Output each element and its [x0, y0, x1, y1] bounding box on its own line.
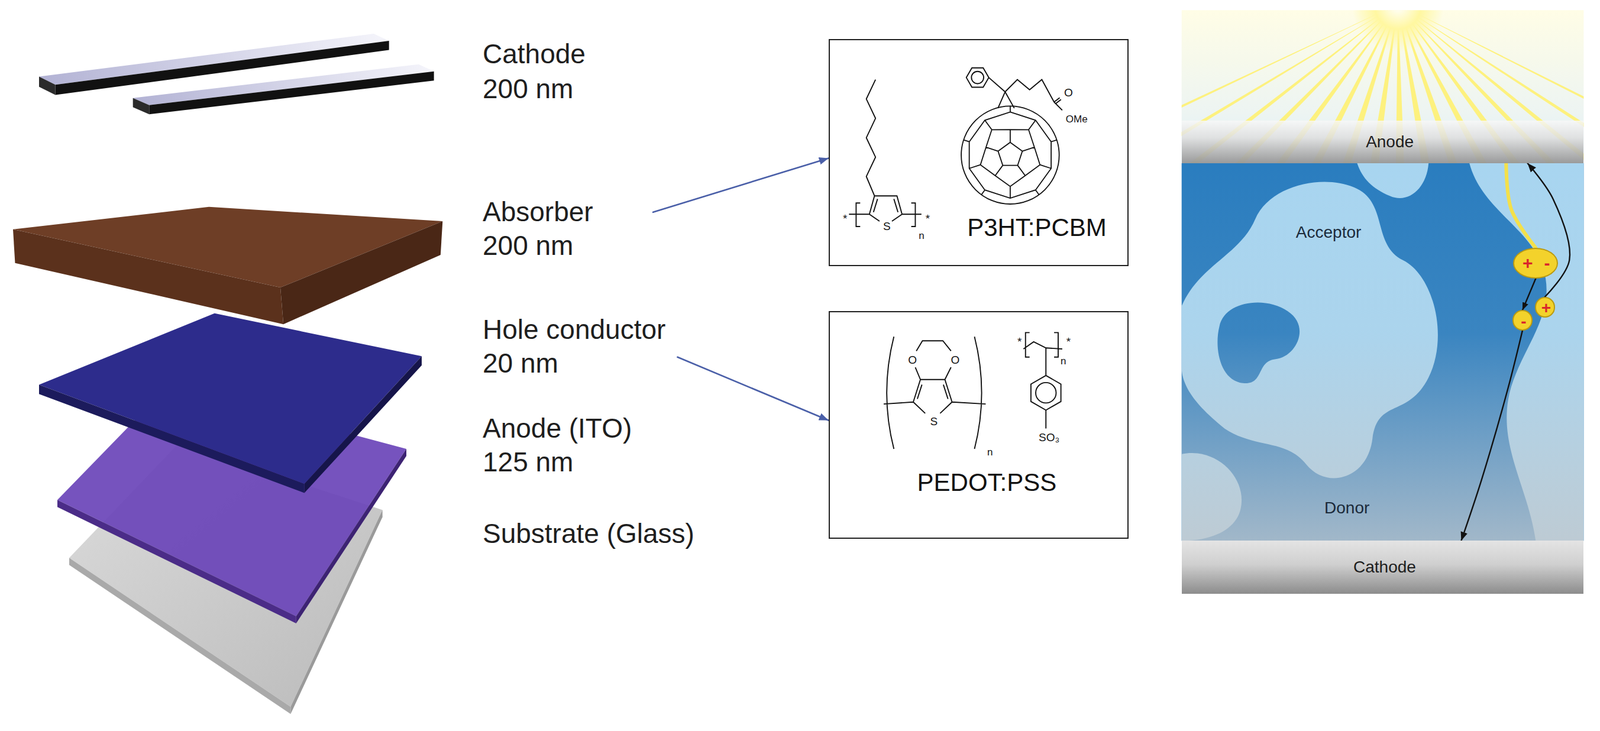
- hole-conductor-layer: Hole conductor20 nm: [39, 311, 678, 493]
- atom-label: S: [929, 415, 938, 429]
- electrode-label: Cathode: [1353, 557, 1417, 577]
- slab-face: [13, 229, 284, 325]
- cathode-layer: Cathode200 nm: [39, 33, 598, 115]
- light-ray: [1505, 163, 1536, 248]
- electrode-label: Anode: [1365, 132, 1414, 152]
- end-group: *: [925, 212, 930, 226]
- electrode-band: Anode: [1181, 120, 1585, 164]
- fullerene-cage: [961, 105, 1060, 205]
- charge-sign: -: [1520, 313, 1527, 331]
- hole-charge: +: [1534, 296, 1556, 318]
- pcbm-structure: [961, 68, 1063, 205]
- charge-arrow: [1460, 330, 1522, 541]
- p3ht-structure: [848, 79, 921, 227]
- layer-name: Substrate (Glass): [482, 518, 695, 550]
- structure-box: *n*OOSnSO₃PEDOT:PSS: [828, 311, 1129, 539]
- material-name: P3HT:PCBM: [967, 213, 1107, 242]
- layer-name: Absorber: [482, 196, 594, 228]
- layer-thickness: 200 nm: [482, 73, 574, 105]
- device-panel: [1057, 0, 1600, 541]
- slab-face: [295, 448, 406, 624]
- charge-sign: -: [1544, 254, 1551, 273]
- layer-name: Anode (ITO): [482, 412, 632, 445]
- end-group: *: [1017, 335, 1022, 349]
- atom-label: OMe: [1065, 113, 1088, 126]
- repeat-index: n: [918, 230, 924, 242]
- slab-face: [132, 98, 150, 115]
- sun-rays: [1181, 10, 1585, 164]
- exciton: +-: [1513, 247, 1559, 279]
- layer-thickness: 125 nm: [482, 446, 574, 478]
- slab-face: [280, 221, 443, 325]
- charge-sign: +: [1541, 299, 1551, 317]
- repeat-index: n: [987, 446, 993, 459]
- bond-lines: [1023, 332, 1063, 429]
- repeat-index: n: [1060, 355, 1066, 368]
- pss-structure: [1023, 332, 1063, 429]
- region-label: Donor: [1324, 498, 1370, 518]
- pointer-arrow: [677, 357, 829, 421]
- functional-group: SO₃: [1038, 431, 1060, 445]
- pointer-arrow: [653, 157, 829, 212]
- electrode-band: Cathode: [1181, 540, 1585, 594]
- layer-name: Hole conductor: [482, 314, 666, 346]
- layer-thickness: 200 nm: [482, 230, 574, 262]
- bond-lines: [848, 79, 921, 227]
- layer-name: Cathode: [482, 38, 586, 70]
- atom-label: O: [907, 353, 917, 367]
- charge-arrow: [1522, 278, 1536, 310]
- sun: [1352, 10, 1444, 53]
- layer-thickness: 20 nm: [482, 347, 559, 380]
- bond-lines: [883, 336, 987, 449]
- end-group: *: [1066, 335, 1071, 349]
- atom-label: O: [951, 353, 960, 367]
- region-label: Acceptor: [1295, 222, 1362, 242]
- slab-face: [39, 76, 56, 95]
- structure-box: OOMe*Sn*P3HT:PCBM: [828, 39, 1129, 267]
- absorber-layer: Absorber200 nm: [13, 194, 654, 325]
- aromatic-ring: [1035, 382, 1057, 404]
- slab-face: [291, 510, 383, 715]
- charge-sign: +: [1522, 254, 1534, 273]
- end-group: *: [842, 212, 848, 226]
- pedot-structure: [883, 336, 987, 449]
- bond-lines: [966, 68, 1063, 111]
- electron-charge: -: [1512, 309, 1534, 331]
- slab-face: [149, 71, 434, 115]
- slab-face: [69, 558, 291, 715]
- depth-shading: [1181, 163, 1585, 541]
- atom-label: O: [1064, 86, 1073, 100]
- aromatic-ring: [971, 71, 984, 84]
- atom-label: S: [883, 220, 891, 234]
- donor-phase: [1181, 163, 1585, 541]
- material-name: PEDOT:PSS: [917, 468, 1058, 497]
